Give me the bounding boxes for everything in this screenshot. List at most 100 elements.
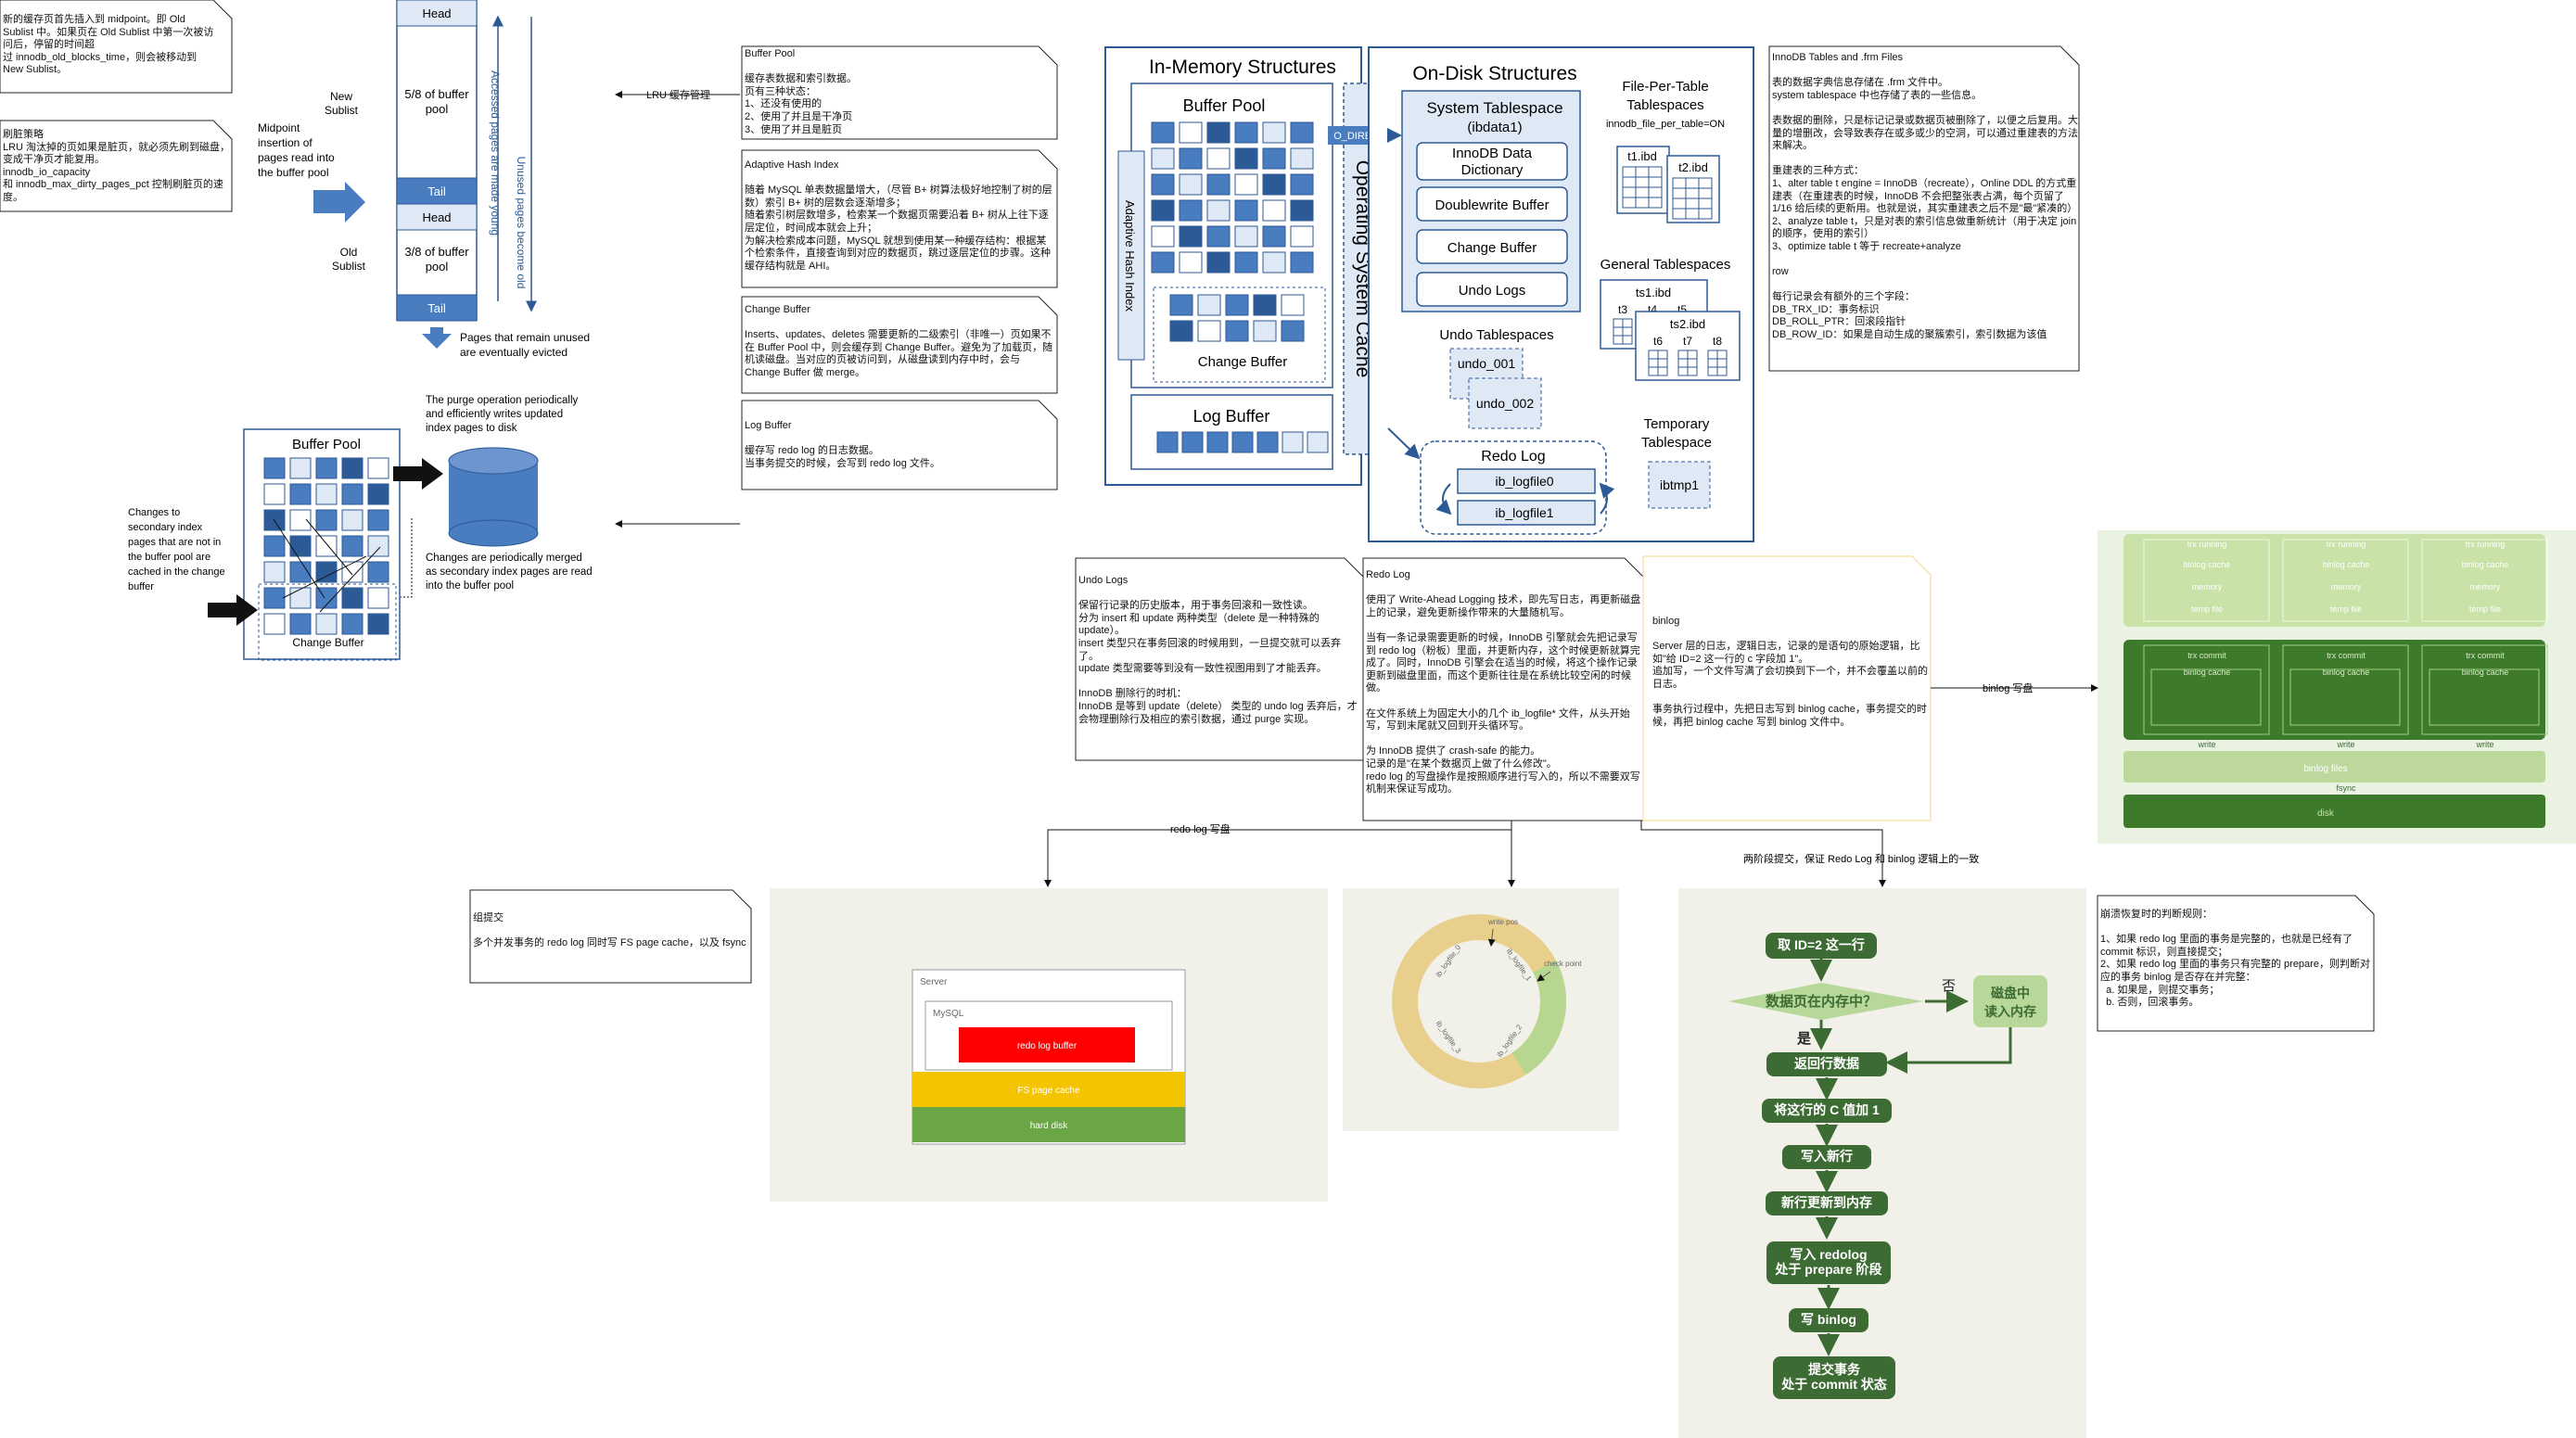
trx-commit-box <box>2143 644 2270 735</box>
flow-disk-read-text: 读入内存 <box>1984 1004 2036 1019</box>
binlog-write-label: binlog 写盘 <box>1983 681 2033 694</box>
table-grid-cell <box>1698 208 1713 220</box>
bp-page-cell <box>1290 173 1314 196</box>
cb-page-cell <box>1281 320 1305 342</box>
t1-file: t1.ibd <box>1627 149 1657 163</box>
cb-page-cell <box>289 561 312 583</box>
cb-page-cell <box>341 613 363 635</box>
bp-page-cell <box>1151 147 1175 170</box>
commit-cache-box <box>2429 668 2540 726</box>
redo-log-title: Redo Log <box>1481 449 1545 464</box>
binlog-running-text: temp file <box>2469 604 2501 614</box>
bp-page-cell <box>1206 225 1231 248</box>
bp-page-cell <box>1151 121 1175 144</box>
binlog-running-text: trx running <box>2327 540 2366 549</box>
table-grid-cell <box>1716 366 1728 376</box>
cb-page-cell <box>289 457 312 479</box>
cb-page-cell <box>341 509 363 531</box>
sys-ts-title: System Tablespace <box>1426 99 1562 117</box>
bp-page-cell <box>1179 173 1203 196</box>
table-grid-cell <box>1648 166 1663 178</box>
cb-page-cell <box>263 587 286 609</box>
cb-diagram-title: Buffer Pool <box>292 437 361 452</box>
on-disk-title: On-Disk Structures <box>1412 63 1576 84</box>
binlog-commit-text: binlog cache <box>2184 668 2231 677</box>
table-grid-cell <box>1685 177 1700 189</box>
bp-page-cell <box>1262 173 1286 196</box>
table-grid-cell <box>1648 197 1663 209</box>
flow-step-return <box>1766 1052 1887 1076</box>
flow-step-read-text: 取 ID=2 这一行 <box>1778 937 1865 952</box>
log-buffer-cell <box>1231 431 1254 453</box>
lru-head-old: Head <box>422 210 451 224</box>
flow-no-label: 否 <box>1942 978 1956 994</box>
binlog-running-text: temp file <box>2330 604 2362 614</box>
lower-connectors <box>1044 684 2098 887</box>
t2-file: t2.ibd <box>1678 160 1708 174</box>
log-buffer-cell <box>1181 431 1204 453</box>
doublewrite-buffer: Doublewrite Buffer <box>1435 197 1549 213</box>
note-innodb-tables: InnoDB Tables and .frm Files 表的数据字典信息存储在… <box>1772 52 2078 341</box>
trx-running-box <box>2143 539 2270 622</box>
flow-step-mem <box>1766 1191 1888 1215</box>
bp-page-cell <box>1151 199 1175 222</box>
cb-page-cell <box>289 483 312 505</box>
bp-page-cell <box>1262 121 1286 144</box>
table-grid-cell <box>1685 197 1700 210</box>
accessed-label: Accessed pages are made young <box>489 70 502 235</box>
redo-write-label: redo log 写盘 <box>1170 822 1231 835</box>
sys-undo-logs: Undo Logs <box>1459 283 1526 299</box>
bp-page-cell <box>1290 251 1314 274</box>
flow-step-prepare-text: 写入 redolog <box>1790 1247 1867 1262</box>
cb-page-cell <box>263 457 286 479</box>
binlog-commit-text: trx commit <box>2466 651 2505 660</box>
bp-page-cell <box>1179 251 1203 274</box>
mysql-label: MySQL <box>933 1009 964 1019</box>
bp-page-cell <box>1262 199 1286 222</box>
flow-step-inc <box>1762 1099 1892 1123</box>
cb-page-cell <box>315 613 338 635</box>
bp-page-cell <box>1206 147 1231 170</box>
cb-page-cell <box>367 509 389 531</box>
cb-page-cell <box>1253 320 1277 342</box>
cb-page-cell <box>289 509 312 531</box>
table-grid-cell <box>1677 350 1689 360</box>
log-buffer-grid <box>1156 431 1329 453</box>
log-buffer-title: Log Buffer <box>1193 407 1270 426</box>
cb-page-cell <box>1169 320 1193 342</box>
fsync-label: fsync <box>2336 783 2356 793</box>
cb-page-cell <box>1225 320 1249 342</box>
bp-page-cell <box>1206 121 1231 144</box>
table-grid-cell <box>1635 186 1650 198</box>
binlog-write-text: write <box>2336 740 2354 749</box>
note-flush: 刷脏策略 LRU 淘汰掉的页如果是脏页，就必须先刷到磁盘，变成干净页才能复用。 … <box>3 129 231 203</box>
hard-disk-label: hard disk <box>1030 1121 1069 1131</box>
cb-page-cell <box>341 561 363 583</box>
cb-page-cell <box>1281 294 1305 316</box>
cb-page-cell <box>289 587 312 609</box>
redo-ring-diagram: ib_logfile_0 ib_logfile_1 ib_logfile_2 i… <box>1343 888 1619 1131</box>
binlog-commit-text: trx commit <box>2327 651 2366 660</box>
table-grid-cell <box>1657 366 1668 376</box>
disk-label: disk <box>2317 808 2335 819</box>
flow-disk-read <box>1973 975 2047 1027</box>
table-grid-cell <box>1648 186 1663 198</box>
t5-label: t5 <box>1677 303 1687 316</box>
cb-page-cell <box>263 613 286 635</box>
t6-label: t6 <box>1653 335 1663 348</box>
binlog-running-text: trx running <box>2187 540 2227 549</box>
server-label: Server <box>920 977 948 987</box>
commit-cache-box <box>2150 668 2262 726</box>
binlog-files-label: binlog files <box>2303 764 2347 774</box>
cb-diagram-cb-label: Change Buffer <box>292 636 363 649</box>
cb-page-cell <box>1169 294 1193 316</box>
bp-page-cell <box>1151 251 1175 274</box>
binlog-running-text: binlog cache <box>2184 560 2231 569</box>
t4-label: t4 <box>1648 303 1657 316</box>
note-buffer-pool: Buffer Pool 缓存表数据和索引数据。 页有三种状态： 1、还没有使用的… <box>745 48 857 135</box>
